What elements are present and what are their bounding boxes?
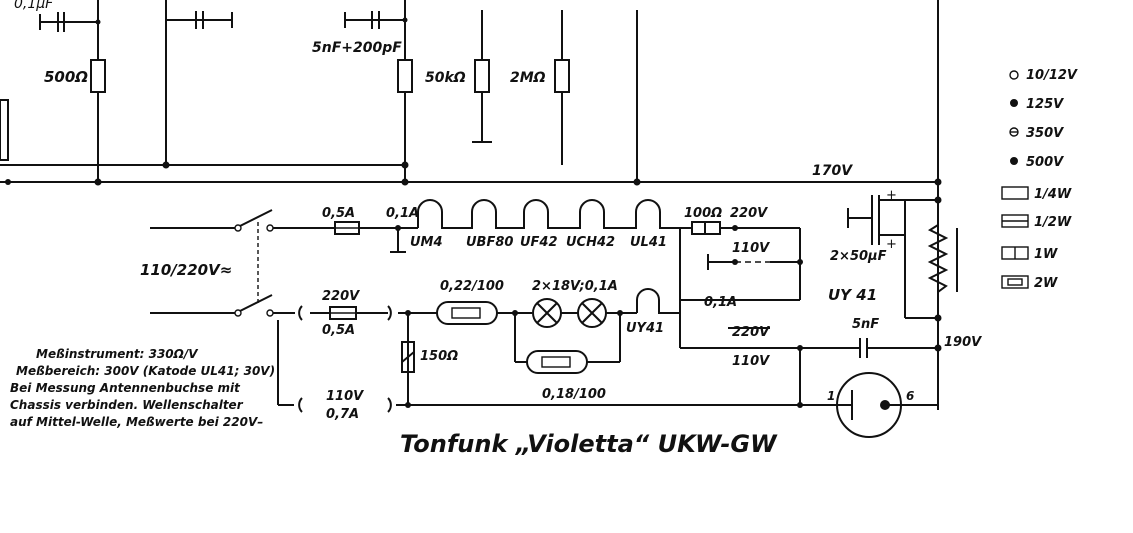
tube-ubf80-label: UBF80 [466,235,513,250]
resistor-100-label: 100Ω [684,206,722,221]
legend-wattage-4: 2W [1034,276,1058,291]
note-line-3: Bei Messung Antennenbuchse mit [10,381,241,395]
note-line-5: auf Mittel-Welle, Meßwerte bei 220V– [10,415,263,429]
diagram-title: Tonfunk „Violetta“ UKW-GW [400,430,778,458]
tap-110v-top-label: 110V [732,241,770,256]
legend-voltage-3: 350V [1026,126,1064,141]
upper-wiring [0,0,942,186]
mains-wiring [150,199,803,413]
tube-um4-label: UM4 [410,235,443,250]
resistor-150-label: 150Ω [420,349,458,364]
legend-voltage-4: 500V [1026,155,1064,170]
tube-uch42-label: UCH42 [566,235,615,250]
current-01a-label: 0,1A [386,206,419,221]
note-line-2: Meßbereich: 300V (Katode UL41; 30V) [16,364,275,378]
fuse1-label: 0,5A [322,206,355,221]
ntc1-label: 0,22/100 [440,279,504,294]
legend-voltage-2: 125V [1026,97,1064,112]
legend-voltage-1: 10/12V [1026,68,1078,83]
legend-symbols [1001,70,1029,289]
rectifier-pin6-label: 6 [906,389,914,403]
tube-uy41-label: UY41 [626,321,664,336]
tap-220v-top-label: 220V [730,206,768,221]
tube-ul41-label: UL41 [630,235,667,250]
svg-text:+: + [886,188,897,203]
resistor-500-label: 500Ω [44,68,88,86]
legend-wattage-2: 1/2W [1034,215,1072,230]
mains-voltage-label: 110/220V≈ [140,261,232,279]
tap-07a-label: 0,7A [326,407,359,422]
legend-wattage-1: 1/4W [1034,187,1072,202]
cap-top-left-label: 0,1µF [14,0,54,12]
elko-label: 2×50µF [830,249,887,264]
fuse2-voltage-label: 220V [322,289,360,304]
fuse2-current-label: 0,5A [322,323,355,338]
note-line-4: Chassis verbinden. Wellenschalter [10,398,244,412]
rail-190v-label: 190V [944,335,982,350]
current-01a-branch-label: 0,1A [704,295,737,310]
note-line-1: Meßinstrument: 330Ω/V [36,347,199,361]
resistor-50k-label: 50kΩ [425,70,466,86]
legend-wattage-3: 1W [1034,247,1058,262]
rectifier-uy41-label: UY 41 [828,286,877,304]
rectifier-pin1-label: 1 [827,389,835,403]
svg-text:+: + [886,237,897,252]
resistor-2m-label: 2MΩ [510,70,546,86]
ntc2-label: 0,18/100 [542,387,606,402]
tube-uf42-label: UF42 [520,235,558,250]
lamps-label: 2×18V;0,1A [532,279,618,294]
rail-170v-label: 170V [812,163,853,179]
tap-220v-bottom-label: 220V [732,325,770,340]
tap-110v-bottom-label: 110V [732,354,770,369]
cap-5nf-label: 5nF [852,317,879,332]
tap-110v-label: 110V [326,389,364,404]
cap-5nf-200pf-label: 5nF+200pF [312,40,402,56]
